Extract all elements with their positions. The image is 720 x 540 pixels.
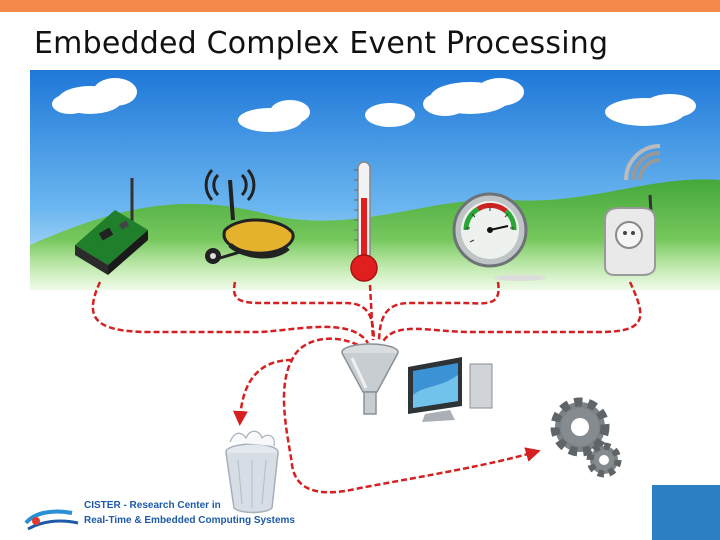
cister-swoosh-icon	[24, 509, 79, 531]
trash-bin-icon	[225, 430, 279, 514]
logo-org-name: CISTER	[84, 500, 121, 511]
logo-line-1: CISTER - Research Center in	[84, 500, 221, 511]
gears-icon	[550, 397, 622, 478]
logo-line-2: Real-Time & Embedded Computing Systems	[84, 515, 295, 526]
flow-line-sensor-board	[91, 281, 370, 344]
cep-diagram	[30, 70, 720, 540]
corner-accent-block	[652, 485, 720, 540]
funnel-icon	[341, 343, 399, 415]
flow-line-thermometer	[368, 284, 375, 341]
pressure-gauge-icon	[452, 192, 546, 281]
wireless-plug-sensor-icon	[604, 144, 661, 276]
flow-line-router	[232, 281, 376, 341]
flow-line-plug-sensor	[380, 281, 642, 344]
flow-line-gauge	[377, 281, 500, 341]
flow-line-to-trash	[232, 358, 293, 426]
accent-bar	[0, 0, 720, 12]
clouds	[52, 78, 696, 132]
thermometer-icon	[350, 161, 378, 282]
sensor-board-icon	[75, 178, 148, 275]
flow-line-to-gears	[282, 337, 541, 494]
wireless-router-icon	[204, 168, 295, 264]
flow-lines	[91, 281, 642, 494]
computer-monitor-icon	[408, 357, 493, 422]
cister-logo: CISTER - Research Center in Real-Time & …	[20, 497, 320, 537]
slide-title: Embedded Complex Event Processing	[34, 26, 609, 61]
logo-line-1-rest: - Research Center in	[120, 500, 221, 511]
